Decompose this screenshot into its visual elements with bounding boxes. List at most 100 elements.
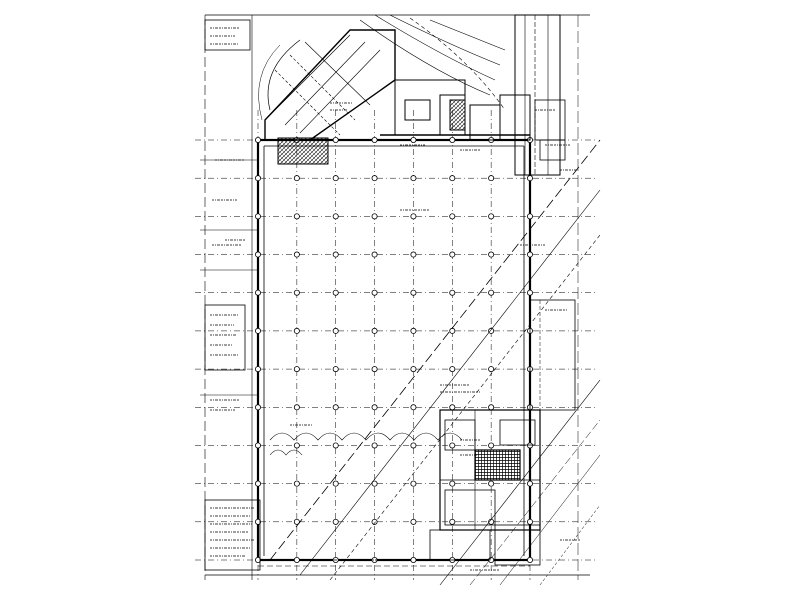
column-marker: [527, 442, 534, 449]
room: [444, 489, 496, 526]
column-marker: [527, 557, 534, 564]
column-marker: [293, 404, 300, 411]
column-marker: [527, 518, 534, 525]
property-line: [499, 454, 601, 586]
column-marker: [488, 251, 495, 258]
column-marker: [410, 251, 417, 258]
column-marker: [488, 442, 495, 449]
column-marker: [254, 327, 261, 334]
column-marker: [254, 175, 261, 182]
column-marker: [371, 518, 378, 525]
column-marker: [410, 442, 417, 449]
column-marker: [449, 251, 456, 258]
column-marker: [332, 213, 339, 220]
column-marker: [449, 366, 456, 373]
column-marker: [410, 366, 417, 373]
north-rooms: [380, 79, 531, 141]
column-marker: [254, 404, 261, 411]
column-marker: [332, 442, 339, 449]
exterior-wall: [256, 138, 532, 562]
column-marker: [527, 480, 534, 487]
wing-line: [269, 34, 351, 116]
property-line: [469, 419, 601, 586]
illegible-annotations: [210, 27, 580, 571]
curved-walkway: [258, 44, 281, 121]
column-marker: [332, 175, 339, 182]
column-marker: [371, 251, 378, 258]
wing-line: [299, 49, 381, 134]
column-marker: [410, 327, 417, 334]
column-marker: [371, 442, 378, 449]
column-marker: [332, 327, 339, 334]
column-marker: [371, 175, 378, 182]
column-marker: [371, 136, 378, 143]
column-marker: [449, 518, 456, 525]
column-marker: [410, 404, 417, 411]
column-marker: [254, 442, 261, 449]
column-marker: [527, 289, 534, 296]
column-marker: [293, 518, 300, 525]
wing-line: [289, 54, 356, 121]
building-outline: [256, 138, 532, 562]
column-marker: [254, 289, 261, 296]
column-marker: [371, 213, 378, 220]
column-marker: [293, 366, 300, 373]
column-marker: [332, 251, 339, 258]
stair-block: [277, 137, 329, 165]
wing-outline: [264, 29, 396, 141]
column-marker: [449, 442, 456, 449]
column-marker: [332, 480, 339, 487]
column-marker: [488, 480, 495, 487]
column-marker: [371, 404, 378, 411]
column-marker: [371, 366, 378, 373]
property-line: [439, 379, 601, 586]
column-marker: [527, 251, 534, 258]
column-marker: [332, 136, 339, 143]
column-marker: [527, 175, 534, 182]
column-marker: [293, 480, 300, 487]
wing-line: [274, 69, 341, 136]
column-marker: [293, 251, 300, 258]
column-marker: [449, 480, 456, 487]
column-marker: [293, 289, 300, 296]
room: [539, 139, 566, 161]
bottom-boundary: [205, 14, 590, 576]
column-marker: [254, 136, 261, 143]
site-arcs: [359, 14, 506, 111]
column-marker: [410, 213, 417, 220]
property-line: [329, 234, 601, 581]
column-marker: [293, 557, 300, 564]
column-marker: [449, 213, 456, 220]
stair-core: [474, 449, 521, 481]
column-marker: [332, 404, 339, 411]
column-marker: [371, 480, 378, 487]
property-line: [269, 139, 601, 561]
column-marker: [254, 518, 261, 525]
structural-columns: [254, 136, 534, 564]
notes-box: [204, 304, 246, 371]
site-arc: [409, 17, 506, 111]
column-marker: [488, 404, 495, 411]
column-marker: [410, 289, 417, 296]
column-marker: [332, 518, 339, 525]
column-marker: [488, 213, 495, 220]
column-marker: [254, 557, 261, 564]
site-arc: [389, 14, 501, 66]
column-marker: [449, 136, 456, 143]
title-block: [204, 19, 251, 51]
column-marker: [293, 175, 300, 182]
column-marker: [488, 175, 495, 182]
property-line: [299, 189, 601, 576]
column-marker: [488, 327, 495, 334]
mechanical-room: [449, 99, 466, 131]
landscape-scallops: [269, 432, 463, 456]
column-marker: [254, 366, 261, 373]
column-marker: [332, 289, 339, 296]
column-grid-lines: [195, 110, 595, 580]
column-marker: [449, 289, 456, 296]
column-marker: [410, 557, 417, 564]
column-marker: [293, 213, 300, 220]
site-arc: [374, 14, 496, 81]
